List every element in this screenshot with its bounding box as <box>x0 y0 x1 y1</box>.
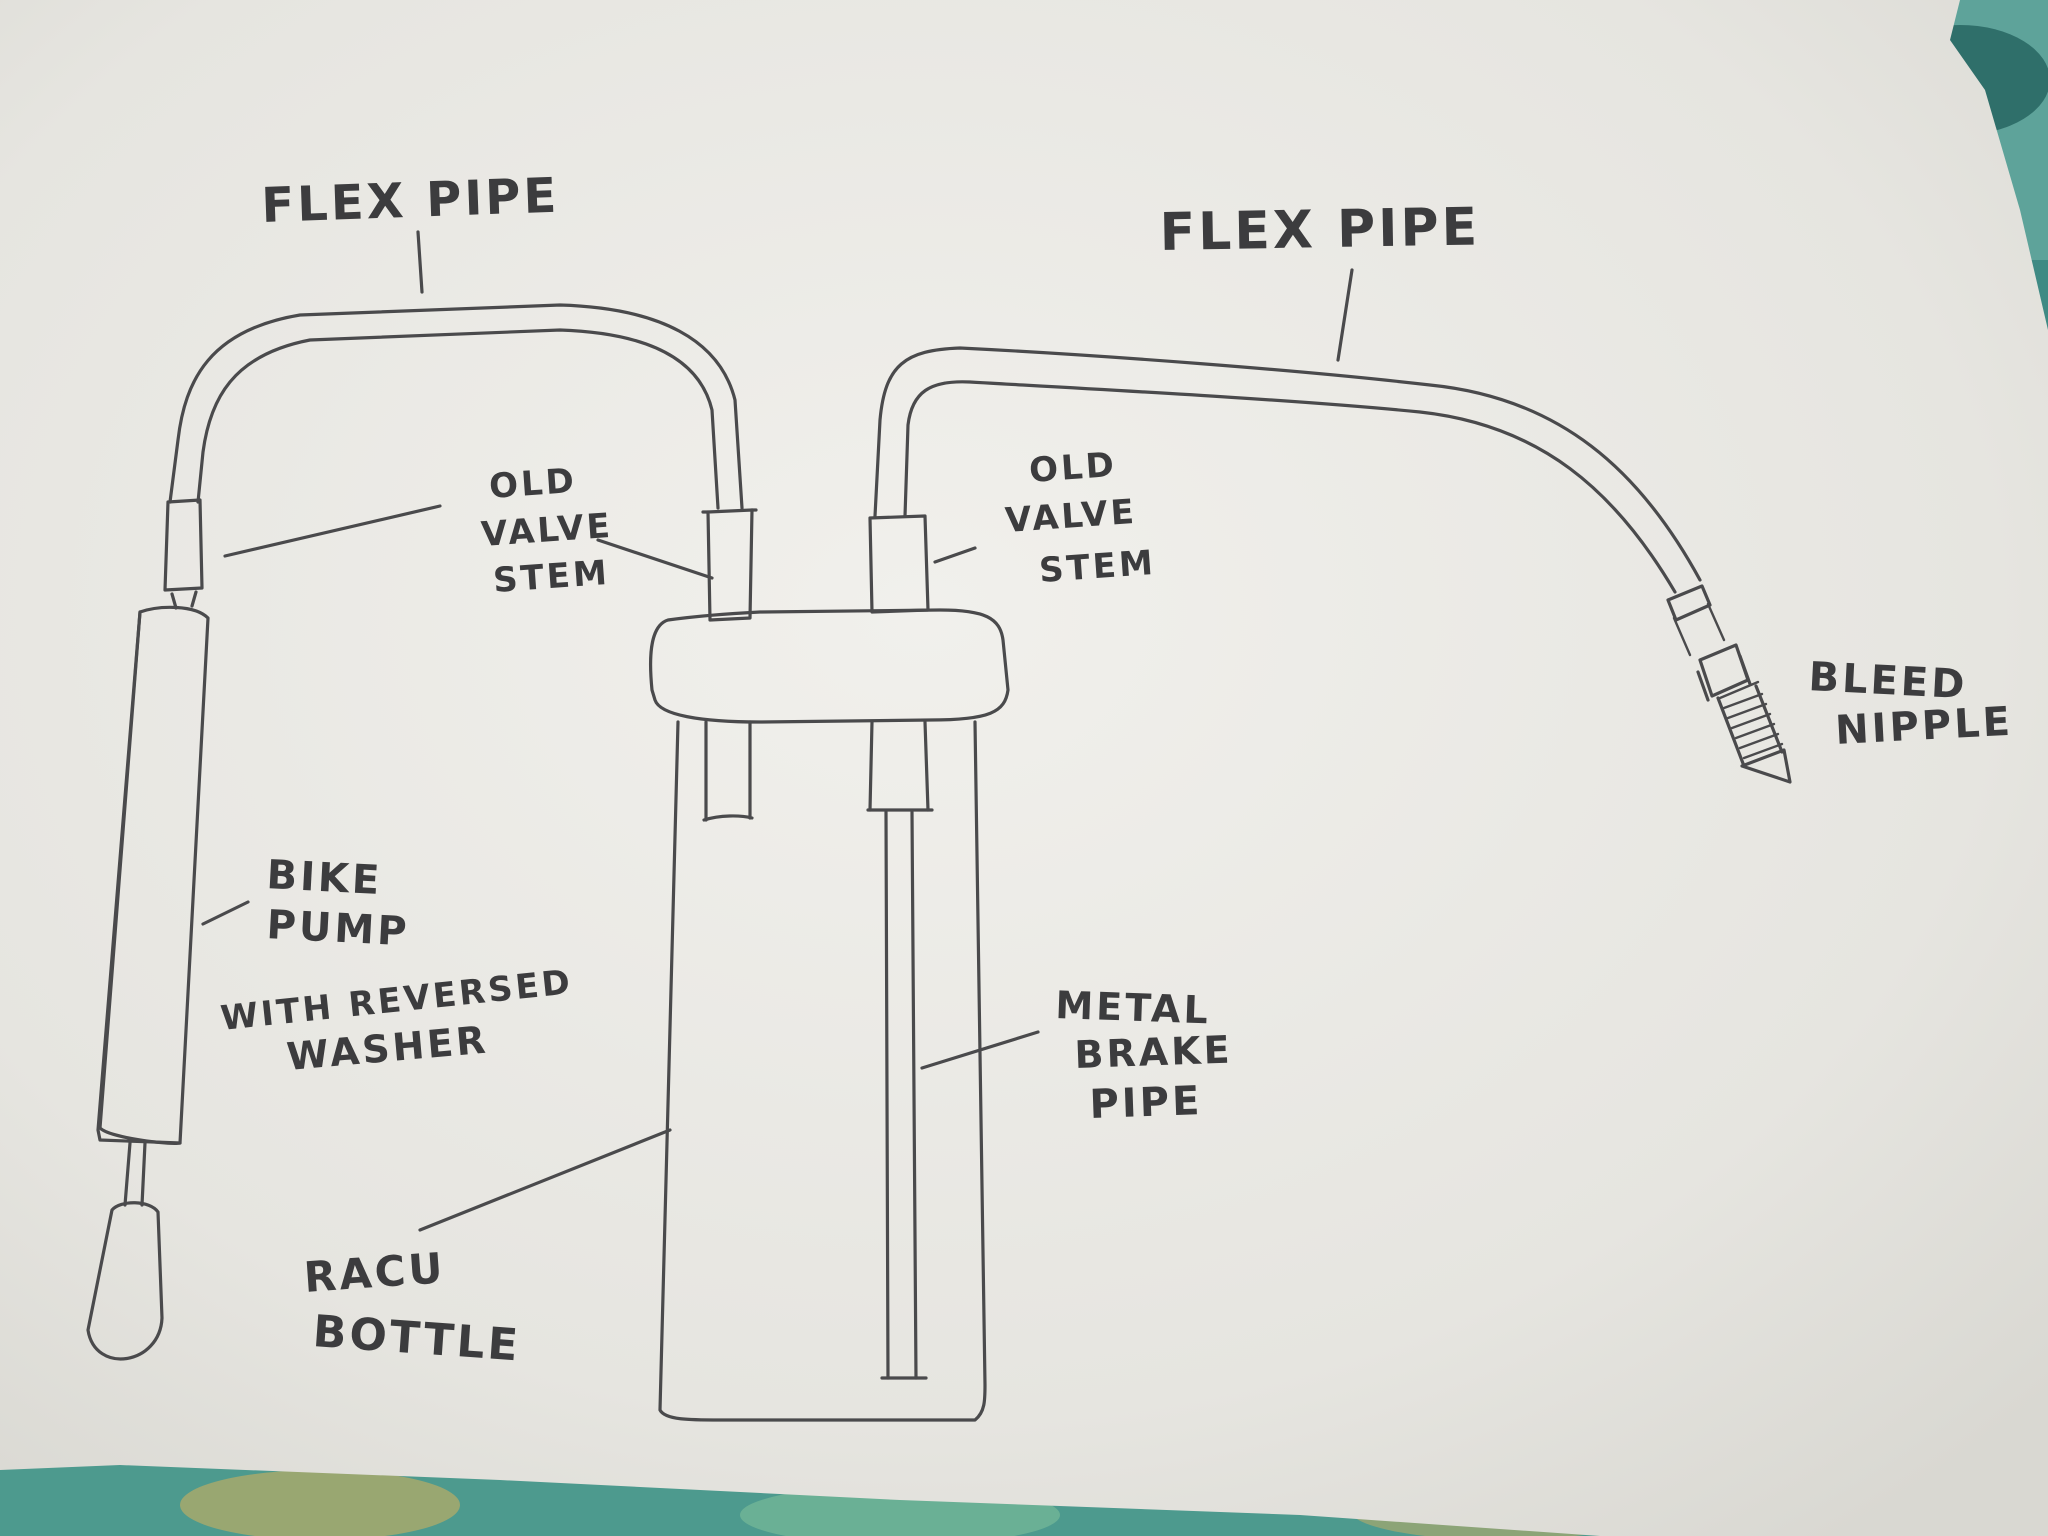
bleed-nipple <box>1666 584 1792 784</box>
left-stem-inside-bottle <box>702 720 754 822</box>
label-bike-pump-2: PUMP <box>265 902 410 955</box>
left-pump-coupling <box>163 498 204 610</box>
label-flex-pipe-left: FLEX PIPE <box>260 168 560 234</box>
label-old-valve-stem-left-2: VALVE <box>480 506 614 555</box>
label-old-valve-stem-left-1: OLD <box>488 461 578 507</box>
label-bike-pump-1: BIKE <box>265 852 383 904</box>
label-old-valve-stem-right-1: OLD <box>1028 445 1118 491</box>
bottle <box>648 608 1010 1422</box>
bike-pump <box>86 605 210 1361</box>
label-bottle-1: RACU <box>302 1243 447 1302</box>
left-old-valve-stem <box>701 508 758 622</box>
right-flex-pipe <box>873 346 1702 594</box>
label-old-valve-stem-left-3: STEM <box>492 553 611 601</box>
label-bleed-nipple-1: BLEED <box>1807 654 1968 708</box>
right-old-valve-stem <box>866 514 934 812</box>
label-flex-pipe-right: FLEX PIPE <box>1159 197 1480 263</box>
label-metal-brake-pipe-1: METAL <box>1055 983 1212 1032</box>
leader-lines <box>201 230 1354 1232</box>
label-old-valve-stem-right-2: VALVE <box>1004 492 1138 541</box>
label-metal-brake-pipe-3: PIPE <box>1089 1078 1203 1128</box>
metal-brake-pipe <box>880 810 928 1380</box>
label-metal-brake-pipe-2: BRAKE <box>1074 1028 1233 1077</box>
label-bleed-nipple-2: NIPPLE <box>1834 699 2014 754</box>
left-flex-pipe <box>168 303 744 510</box>
label-old-valve-stem-right-3: STEM <box>1038 543 1157 591</box>
